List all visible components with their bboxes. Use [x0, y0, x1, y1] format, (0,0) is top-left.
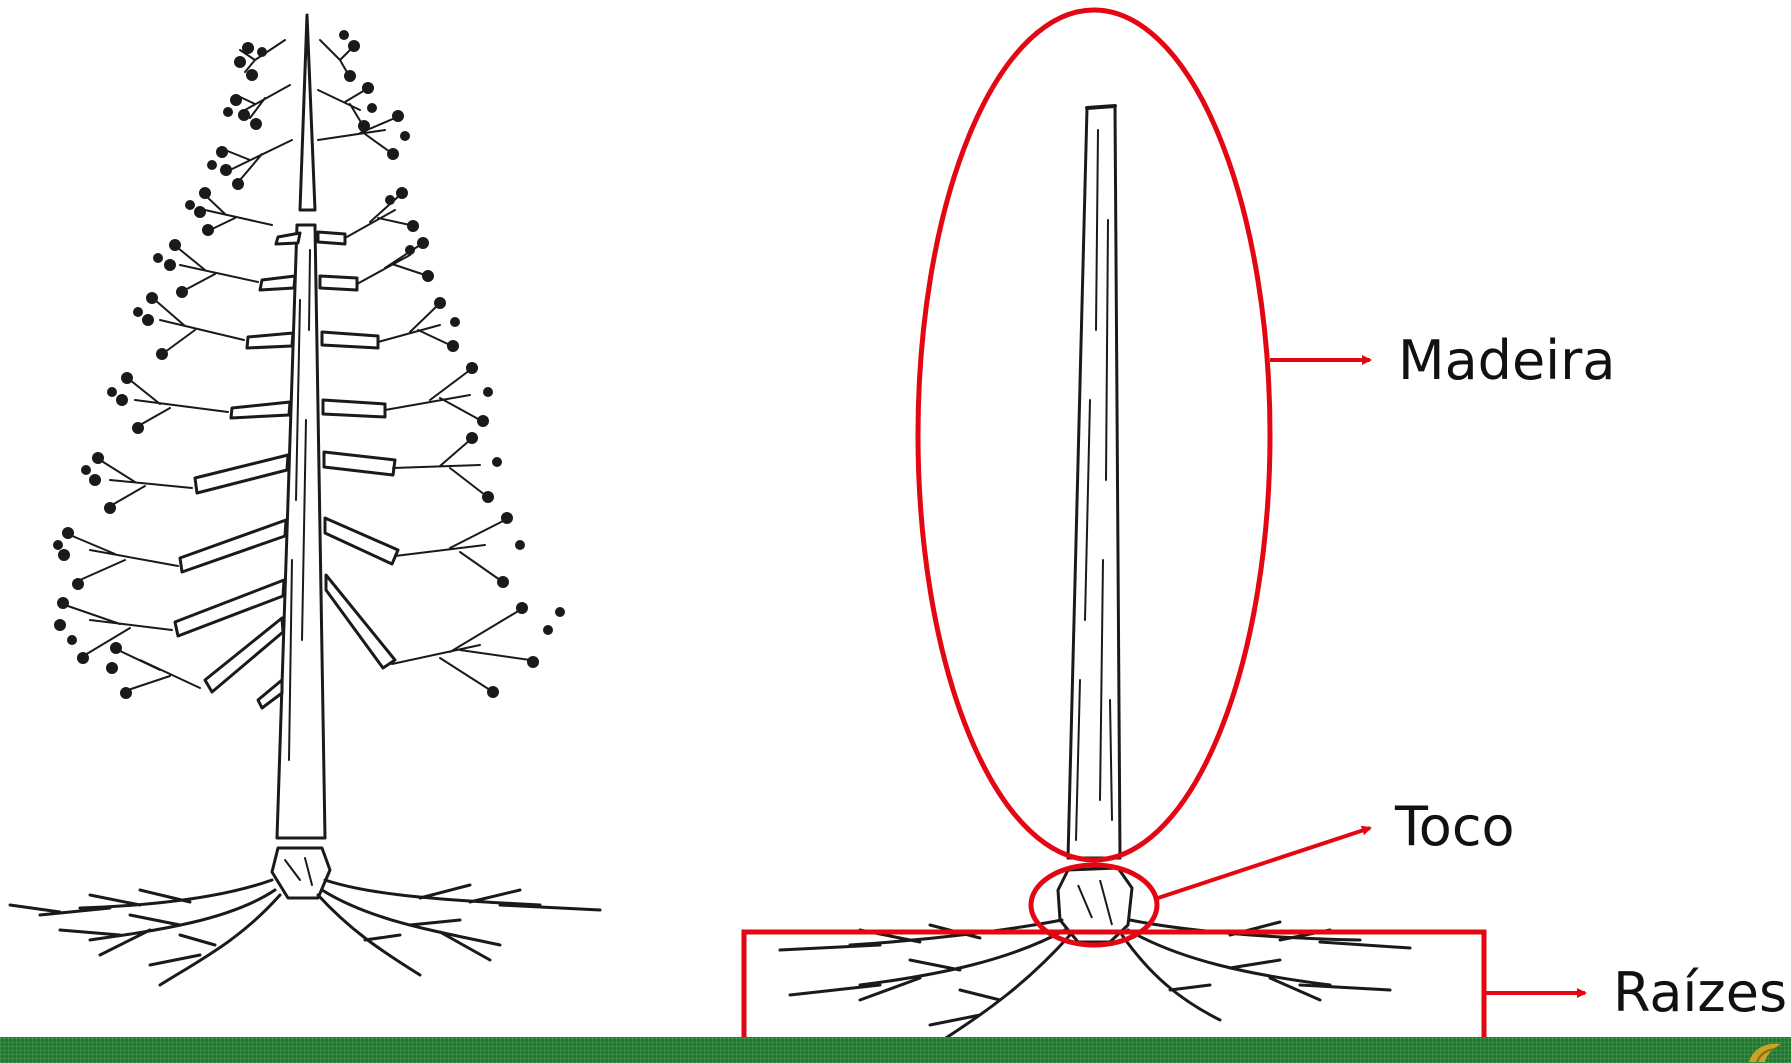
whole-tree-illustration — [10, 15, 600, 985]
corner-logo-icon — [1745, 1040, 1785, 1063]
trunk-log-illustration — [1068, 106, 1120, 858]
raizes-label: Raízes — [1613, 966, 1787, 1020]
toco-arrow — [1158, 828, 1370, 898]
madeira-label: Madeira — [1398, 334, 1615, 388]
footer-bar — [0, 1037, 1791, 1063]
toco-label: Toco — [1395, 800, 1515, 854]
annotation-layer — [744, 10, 1585, 1060]
